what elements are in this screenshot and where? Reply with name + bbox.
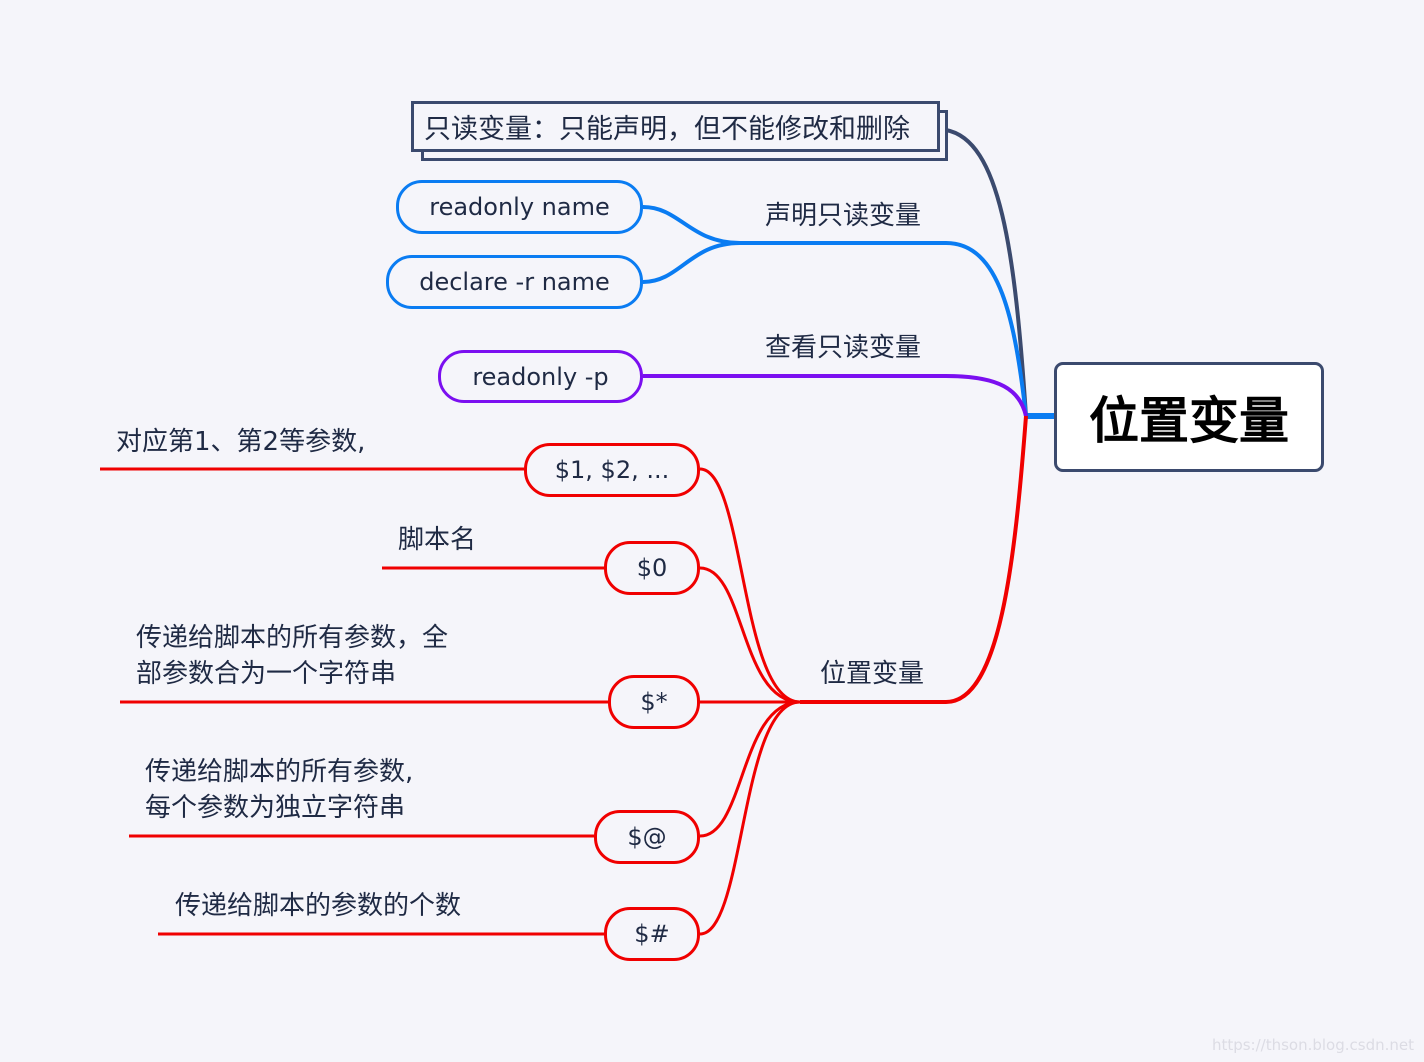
desc-dollar-hash: 传递给脚本的参数的个数 [175, 891, 462, 921]
note-readonly[interactable]: 只读变量：只能声明，但不能修改和删除 [411, 101, 940, 152]
node-declare-r-name[interactable]: declare -r name [386, 255, 643, 309]
link-p0 [699, 566, 801, 704]
watermark: https://thson.blog.csdn.net [1211, 1036, 1414, 1054]
link-view [643, 374, 1028, 417]
node-dollar-0[interactable]: $0 [604, 541, 700, 595]
root-node[interactable]: 位置变量 [1054, 362, 1324, 472]
link-positional [800, 415, 1028, 704]
link-note [945, 128, 1028, 417]
branch-label-positional[interactable]: 位置变量 [820, 659, 925, 689]
node-readonly-p[interactable]: readonly -p [438, 350, 643, 403]
link-readonly-name [642, 205, 741, 245]
link-declare-r [642, 241, 741, 284]
desc-dollar-star-line2: 部参数合为一个字符串 [136, 659, 397, 689]
branch-label-declare[interactable]: 声明只读变量 [765, 201, 922, 231]
desc-dollar-at-line1: 传递给脚本的所有参数, [145, 757, 414, 787]
desc-dollar-star-line1: 传递给脚本的所有参数，全 [136, 623, 449, 653]
desc-dollar-at-line2: 每个参数为独立字符串 [145, 793, 406, 823]
desc-dollar-1-2: 对应第1、第2等参数, [116, 427, 366, 457]
desc-dollar-0: 脚本名 [398, 525, 477, 555]
node-readonly-name[interactable]: readonly name [396, 180, 643, 234]
node-dollar-hash[interactable]: $# [604, 907, 700, 961]
branch-label-view[interactable]: 查看只读变量 [765, 333, 922, 363]
link-declare [740, 241, 1028, 417]
node-dollar-1-2[interactable]: $1, $2, ... [524, 443, 700, 497]
link-phash [699, 700, 801, 936]
link-p1 [699, 467, 801, 704]
node-dollar-at[interactable]: $@ [594, 810, 700, 864]
link-pat [699, 700, 801, 838]
node-dollar-star[interactable]: $* [608, 675, 700, 729]
